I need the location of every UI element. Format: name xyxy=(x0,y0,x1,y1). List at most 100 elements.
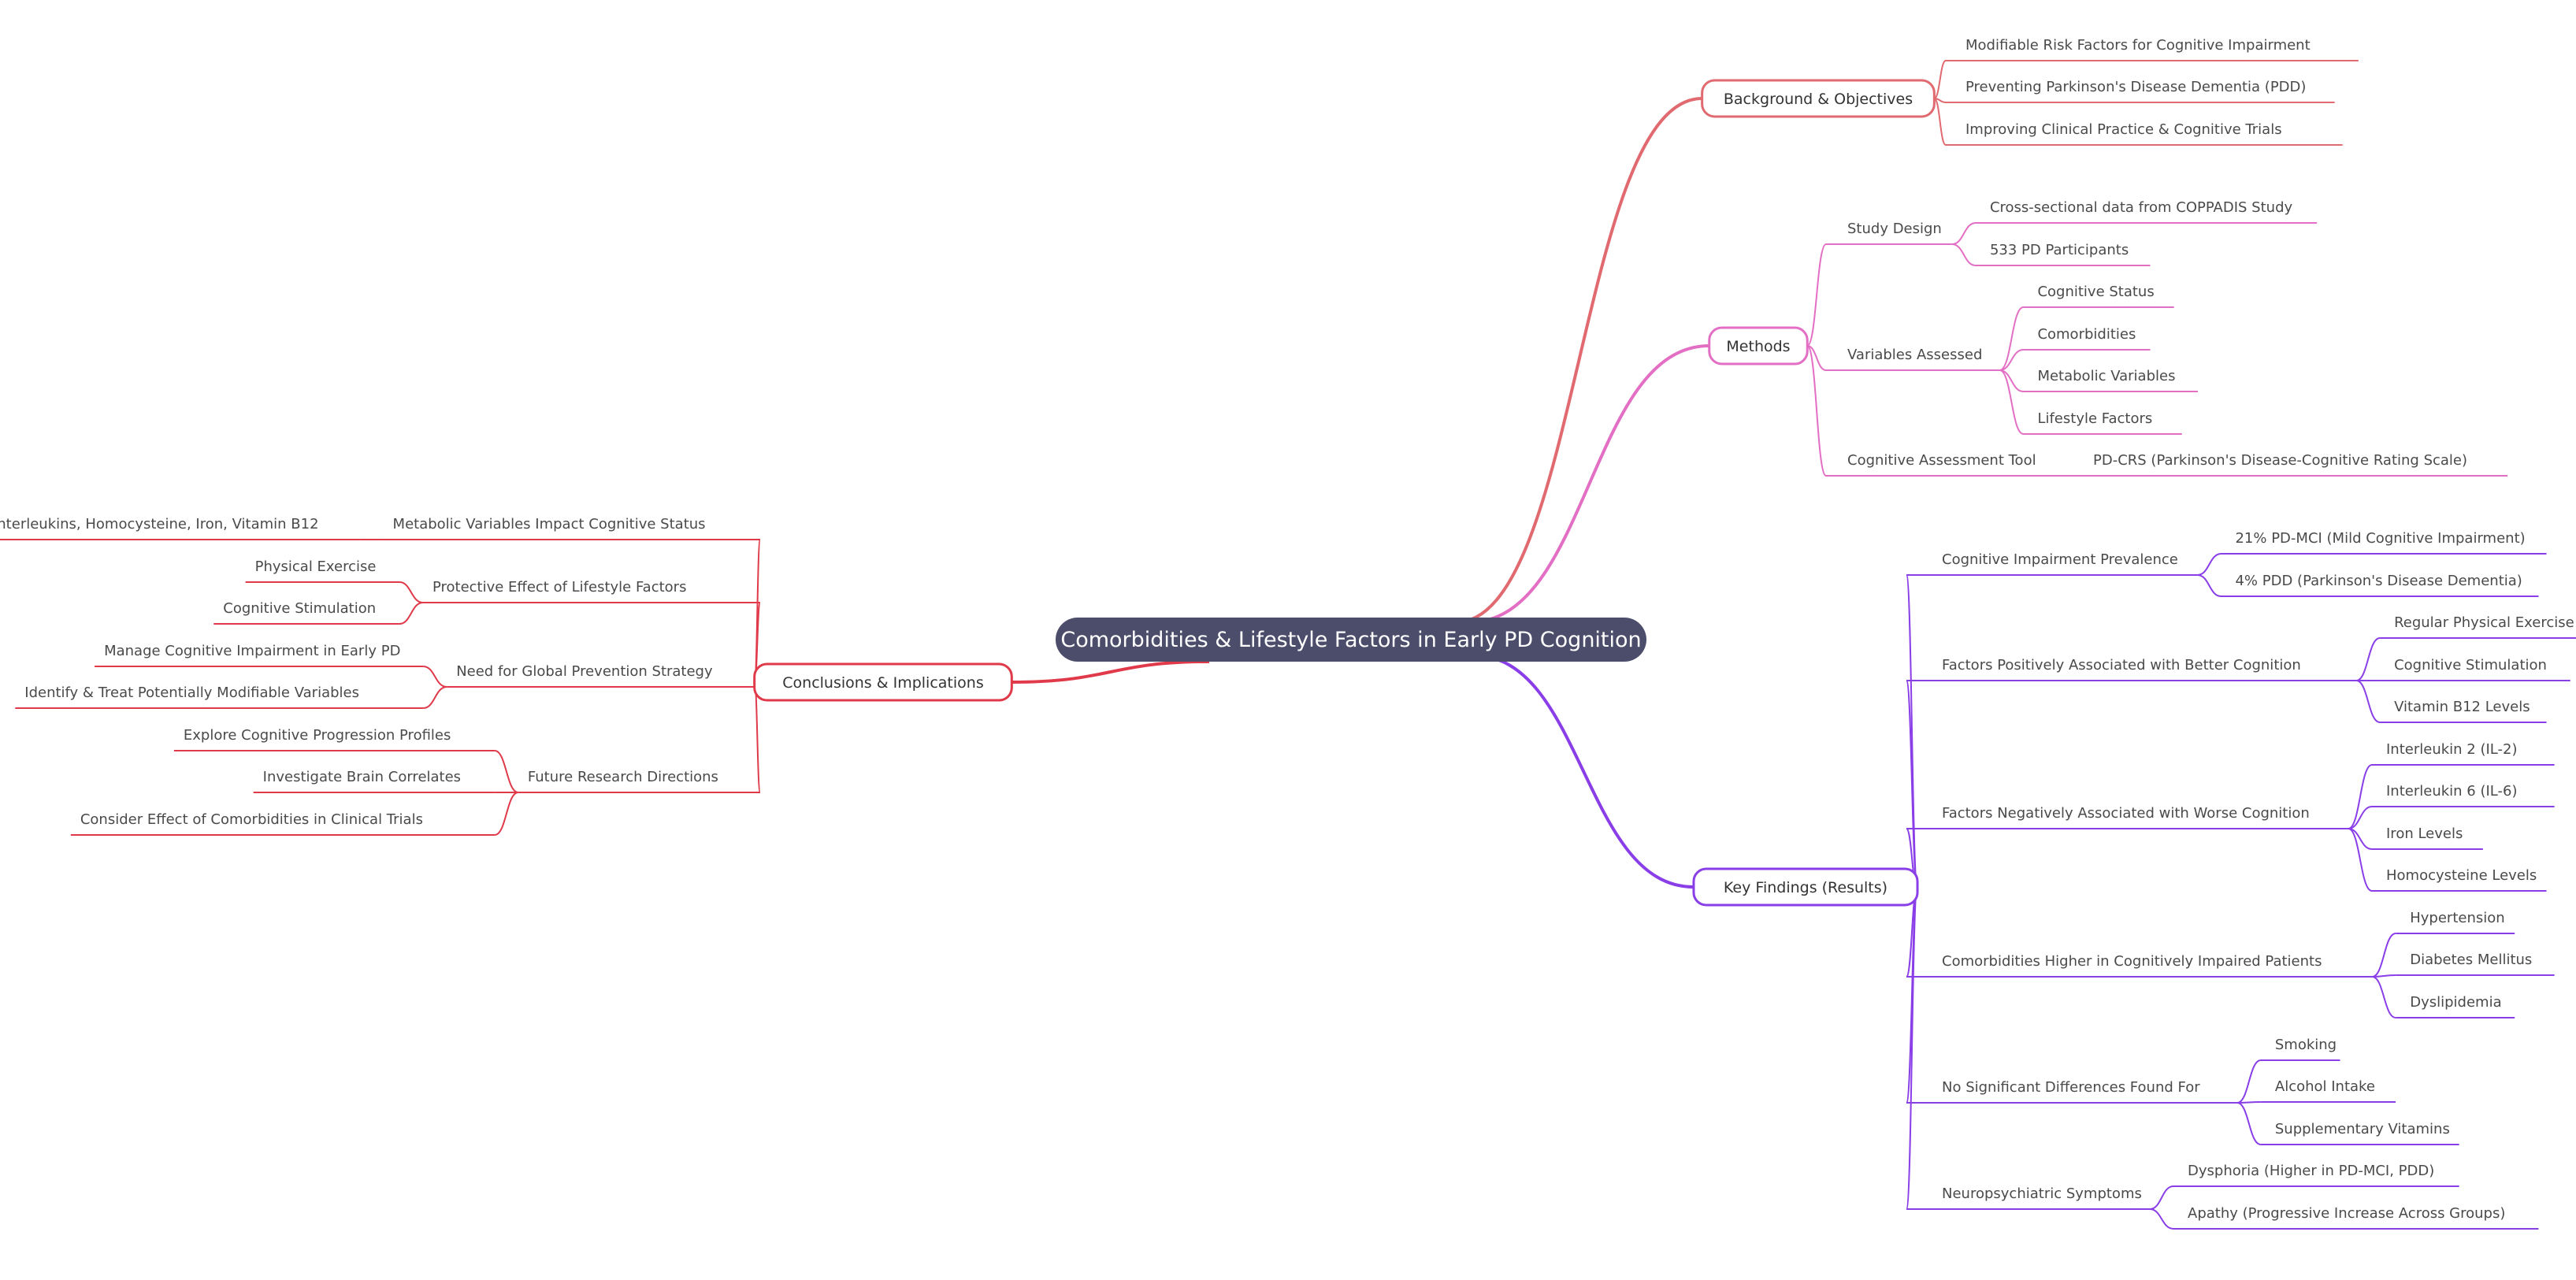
branch-node-box[interactable] xyxy=(1692,867,1919,907)
subbranch-variables-assessed[interactable]: Variables Assessed xyxy=(1847,347,1982,363)
leaf-preventing-parkinson-s-disease-dementia-pdd[interactable]: Preventing Parkinson's Disease Dementia … xyxy=(1965,79,2306,95)
leaf-interleukins-homocysteine-iron-vitamin-b12[interactable]: Interleukins, Homocysteine, Iron, Vitami… xyxy=(0,516,319,532)
edge-consider-effect-of-comorbidities-in-clinical-trials xyxy=(494,792,519,836)
leaf-dysphoria-higher-in-pd-mci-pdd[interactable]: Dysphoria (Higher in PD-MCI, PDD) xyxy=(2188,1163,2434,1179)
branch-node-box[interactable] xyxy=(1701,79,1936,118)
leaf-explore-cognitive-progression-profiles[interactable]: Explore Cognitive Progression Profiles xyxy=(184,727,451,744)
root-node[interactable] xyxy=(1056,618,1646,662)
leaf-iron-levels[interactable]: Iron Levels xyxy=(2386,826,2463,842)
edge-533-pd-participants xyxy=(1951,243,1977,266)
leaf-hypertension[interactable]: Hypertension xyxy=(2410,910,2504,926)
leaf-dyslipidemia[interactable]: Dyslipidemia xyxy=(2410,994,2501,1011)
leaf-cross-sectional-data-from-coppadis-study[interactable]: Cross-sectional data from COPPADIS Study xyxy=(1990,199,2293,216)
branch-methods[interactable]: Methods xyxy=(1708,326,1809,365)
subbranch-neuropsychiatric-symptoms[interactable]: Neuropsychiatric Symptoms xyxy=(1942,1185,2142,1202)
edge-cognitive-assessment-tool xyxy=(1806,345,1827,477)
edge-root-to-conclusions-implications xyxy=(1011,660,1210,684)
edge-manage-cognitive-impairment-in-early-pd xyxy=(423,666,447,688)
edge-modifiable-risk-factors-for-cognitive-impairment xyxy=(1933,60,1947,99)
edge-comorbidities xyxy=(1999,349,2024,371)
branch-node-label: Methods xyxy=(1726,338,1790,355)
subbranch-cognitive-impairment-prevalence[interactable]: Cognitive Impairment Prevalence xyxy=(1942,551,2178,568)
leaf-consider-effect-of-comorbidities-in-clinical-trials[interactable]: Consider Effect of Comorbidities in Clin… xyxy=(80,811,423,828)
edge-variables-assessed xyxy=(1806,345,1827,371)
mindmap-nodes: Comorbidities & Lifestyle Factors in Ear… xyxy=(0,37,2574,1222)
subbranch-factors-negatively-associated-with-worse-cognition[interactable]: Factors Negatively Associated with Worse… xyxy=(1942,805,2310,822)
edge-lifestyle-factors xyxy=(1999,369,2024,435)
edge-21-pd-mci-mild-cognitive-impairment xyxy=(2197,553,2222,576)
subbranch-comorbidities-higher-in-cognitively-impaired-patients[interactable]: Comorbidities Higher in Cognitively Impa… xyxy=(1942,953,2322,970)
edge-interleukin-2-il-2 xyxy=(2348,764,2373,829)
leaf-apathy-progressive-increase-across-groups[interactable]: Apathy (Progressive Increase Across Grou… xyxy=(2188,1205,2505,1222)
leaf-manage-cognitive-impairment-in-early-pd[interactable]: Manage Cognitive Impairment in Early PD xyxy=(104,643,400,659)
branch-node-box[interactable] xyxy=(1708,326,1809,365)
branch-node-label: Key Findings (Results) xyxy=(1724,879,1887,896)
leaf-21-pd-mci-mild-cognitive-impairment[interactable]: 21% PD-MCI (Mild Cognitive Impairment) xyxy=(2235,530,2525,547)
edge-vitamin-b12-levels xyxy=(2355,680,2381,723)
edge-hypertension xyxy=(2371,933,2396,978)
leaf-metabolic-variables[interactable]: Metabolic Variables xyxy=(2037,368,2175,384)
edge-cognitive-impairment-prevalence xyxy=(1906,574,1919,888)
leaf-vitamin-b12-levels[interactable]: Vitamin B12 Levels xyxy=(2394,699,2530,715)
leaf-comorbidities[interactable]: Comorbidities xyxy=(2037,326,2136,343)
edge-smoking xyxy=(2236,1059,2262,1104)
subbranch-factors-positively-associated-with-better-cognition[interactable]: Factors Positively Associated with Bette… xyxy=(1942,657,2301,673)
edge-explore-cognitive-progression-profiles xyxy=(494,750,519,793)
leaf-regular-physical-exercise[interactable]: Regular Physical Exercise xyxy=(2394,614,2574,631)
edge-cross-sectional-data-from-coppadis-study xyxy=(1951,222,1977,245)
edge-4-pdd-parkinson-s-disease-dementia xyxy=(2197,574,2222,597)
edge-regular-physical-exercise xyxy=(2355,637,2381,681)
leaf-diabetes-mellitus[interactable]: Diabetes Mellitus xyxy=(2410,952,2532,968)
edge-cognitive-status xyxy=(1999,306,2024,371)
edge-identify-treat-potentially-modifiable-variables xyxy=(423,686,447,709)
branch-key-findings-results[interactable]: Key Findings (Results) xyxy=(1692,867,1919,907)
branch-background-objectives[interactable]: Background & Objectives xyxy=(1701,79,1936,118)
branch-node-box[interactable] xyxy=(753,662,1013,702)
edge-physical-exercise xyxy=(399,581,424,603)
leaf-interleukin-2-il-2[interactable]: Interleukin 2 (IL-2) xyxy=(2386,741,2517,758)
edge-supplementary-vitamins xyxy=(2236,1102,2262,1145)
subbranch-protective-effect-of-lifestyle-factors[interactable]: Protective Effect of Lifestyle Factors xyxy=(432,579,687,595)
subbranch-metabolic-variables-impact-cognitive-status[interactable]: Metabolic Variables Impact Cognitive Sta… xyxy=(393,516,706,532)
leaf-investigate-brain-correlates[interactable]: Investigate Brain Correlates xyxy=(263,769,461,785)
edge-study-design xyxy=(1806,243,1827,347)
leaf-modifiable-risk-factors-for-cognitive-impairment[interactable]: Modifiable Risk Factors for Cognitive Im… xyxy=(1965,37,2311,54)
edge-interleukin-6-il-6 xyxy=(2348,806,2373,829)
leaf-interleukin-6-il-6[interactable]: Interleukin 6 (IL-6) xyxy=(2386,783,2517,800)
mindmap-edges xyxy=(0,60,2576,1230)
subbranch-no-significant-differences-found-for[interactable]: No Significant Differences Found For xyxy=(1942,1079,2200,1096)
edge-dysphoria-higher-in-pd-mci-pdd xyxy=(2149,1185,2174,1210)
branch-node-label: Background & Objectives xyxy=(1724,91,1913,108)
leaf-identify-treat-potentially-modifiable-variables[interactable]: Identify & Treat Potentially Modifiable … xyxy=(24,685,359,701)
leaf-improving-clinical-practice-cognitive-trials[interactable]: Improving Clinical Practice & Cognitive … xyxy=(1965,121,2282,138)
leaf-533-pd-participants[interactable]: 533 PD Participants xyxy=(1990,242,2129,258)
leaf-smoking[interactable]: Smoking xyxy=(2275,1037,2337,1053)
edge-cognitive-stimulation xyxy=(399,602,424,625)
edge-root-to-methods xyxy=(1468,344,1709,624)
edge-homocysteine-levels xyxy=(2348,828,2373,892)
leaf-cognitive-stimulation[interactable]: Cognitive Stimulation xyxy=(223,600,376,617)
leaf-lifestyle-factors[interactable]: Lifestyle Factors xyxy=(2037,410,2152,427)
edge-alcohol-intake xyxy=(2236,1101,2261,1104)
subbranch-need-for-global-prevention-strategy[interactable]: Need for Global Prevention Strategy xyxy=(456,663,713,680)
branch-conclusions-implications[interactable]: Conclusions & Implications xyxy=(753,662,1013,702)
leaf-4-pdd-parkinson-s-disease-dementia[interactable]: 4% PDD (Parkinson's Disease Dementia) xyxy=(2235,573,2522,589)
leaf-cognitive-stimulation[interactable]: Cognitive Stimulation xyxy=(2394,657,2547,673)
edge-apathy-progressive-increase-across-groups xyxy=(2149,1208,2174,1230)
leaf-alcohol-intake[interactable]: Alcohol Intake xyxy=(2275,1078,2375,1095)
leaf-supplementary-vitamins[interactable]: Supplementary Vitamins xyxy=(2275,1121,2450,1137)
leaf-homocysteine-levels[interactable]: Homocysteine Levels xyxy=(2386,867,2537,884)
leaf-pd-crs-parkinson-s-disease-cognitive-rating-scale[interactable]: PD-CRS (Parkinson's Disease-Cognitive Ra… xyxy=(2093,452,2467,469)
subbranch-cognitive-assessment-tool[interactable]: Cognitive Assessment Tool xyxy=(1847,452,2036,469)
edge-dyslipidemia xyxy=(2371,976,2396,1018)
root-label: Comorbidities & Lifestyle Factors in Ear… xyxy=(1060,628,1641,652)
edge-root-to-background-objectives xyxy=(1455,97,1702,624)
edge-improving-clinical-practice-cognitive-trials xyxy=(1933,98,1947,146)
leaf-cognitive-status[interactable]: Cognitive Status xyxy=(2037,284,2154,300)
subbranch-study-design[interactable]: Study Design xyxy=(1847,221,1942,237)
edge-neuropsychiatric-symptoms xyxy=(1906,886,1919,1210)
leaf-physical-exercise[interactable]: Physical Exercise xyxy=(255,558,377,575)
branch-node-label: Conclusions & Implications xyxy=(782,674,983,692)
subbranch-future-research-directions[interactable]: Future Research Directions xyxy=(528,769,718,785)
